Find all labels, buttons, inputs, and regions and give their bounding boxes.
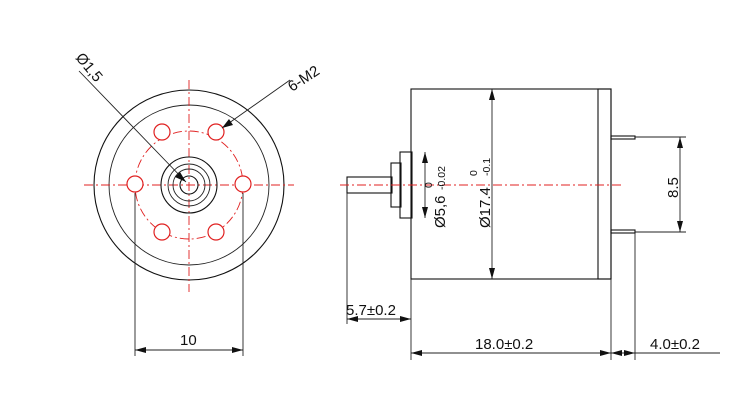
dim-arrow <box>422 207 428 218</box>
mount-hole <box>153 123 171 141</box>
dim-arrow <box>347 316 358 322</box>
end-cap <box>597 88 612 280</box>
dim-arrow <box>232 347 243 353</box>
shaft-end <box>179 175 199 195</box>
mount-hole <box>207 123 225 141</box>
mount-hole <box>234 175 252 193</box>
dim-arrow <box>400 316 411 322</box>
boss-tol-upper: 0 <box>423 182 435 188</box>
terminal-bottom <box>610 229 636 234</box>
mount-hole <box>207 223 225 241</box>
dim-arrow <box>611 350 622 356</box>
leader-arrow <box>222 119 233 128</box>
dim-arrow <box>600 350 611 356</box>
bolt-spacing-label: 10 <box>180 332 197 349</box>
boss-tol-lower: -0.02 <box>436 166 448 190</box>
boss-diameter-label: Ø5,6 <box>432 195 449 228</box>
leader-arrow <box>175 172 186 182</box>
mount-hole <box>153 223 171 241</box>
dim-arrow <box>677 137 683 148</box>
dim-arrow <box>411 350 422 356</box>
thread-callout-leader <box>221 79 291 129</box>
boss-outer <box>160 156 218 214</box>
thread-callout-label: 6-M2 <box>285 62 323 95</box>
body-length-label: 18.0±0.2 <box>475 336 533 353</box>
shaft-length-label: 5.7±0.2 <box>346 302 396 319</box>
terminal-top <box>610 135 636 140</box>
dim-arrow <box>624 350 635 356</box>
terminal-length-label: 4.0±0.2 <box>650 336 700 353</box>
mount-hole <box>126 175 144 193</box>
boss-inner <box>172 168 206 202</box>
dim-arrow <box>489 268 495 279</box>
side-view: Ø5,6 0 -0.02 Ø17.4 0 -0.1 8.5 5.7±0.2 <box>340 88 720 360</box>
front-view: Ø1,5 6-M2 10 <box>72 50 323 356</box>
hole-diameter-label: Ø1,5 <box>72 50 106 86</box>
body-diameter-label: Ø17.4 <box>477 187 494 228</box>
hole-diameter-leader <box>78 70 187 183</box>
dim-arrow <box>489 89 495 100</box>
dim-arrow <box>422 152 428 163</box>
body-tol-lower: -0.1 <box>481 158 493 176</box>
dim-arrow <box>135 347 146 353</box>
body-tol-upper: 0 <box>468 170 480 176</box>
dim-arrow <box>677 221 683 232</box>
boss-ring <box>167 163 211 207</box>
terminal-spacing-label: 8.5 <box>665 177 682 198</box>
